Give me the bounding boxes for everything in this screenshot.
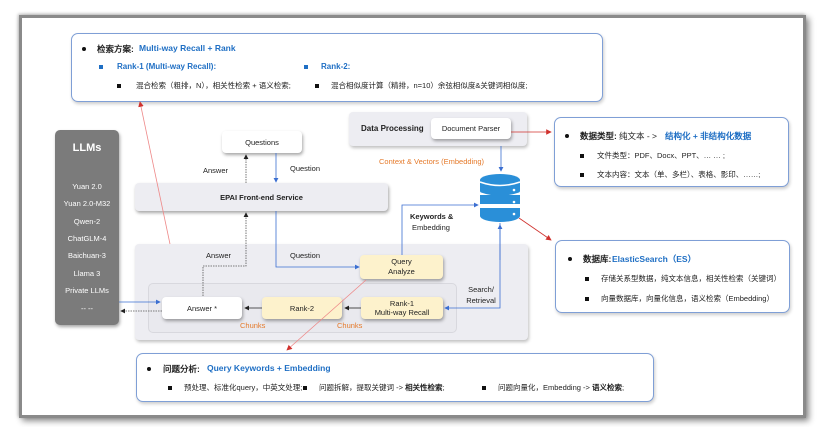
llm-item: -- -- <box>80 304 94 313</box>
llm-item: Baichuan-3 <box>68 251 106 260</box>
llms-panel: LLMs Yuan 2.0 Yuan 2.0-M32 Qwen-2 ChatGL… <box>55 130 119 325</box>
keywords-label: Keywords & <box>410 212 454 221</box>
context-vectors-label: Context & Vectors (Embedding) <box>379 157 485 166</box>
bullet <box>568 257 572 261</box>
llm-item: ChatGLM-4 <box>67 234 107 243</box>
query-item: 问题向量化，Embedding -> 语义检索; <box>498 382 624 393</box>
rank1-line1: Rank-1 <box>389 299 415 308</box>
llm-item: Llama 3 <box>73 269 101 278</box>
bullet <box>147 367 151 371</box>
query-item: 预处理、标准化query，中英文处理; <box>184 383 303 392</box>
bullet <box>315 84 319 88</box>
bullet <box>585 277 589 281</box>
database-title-label: 数据库: <box>583 254 612 264</box>
bullet <box>82 47 86 51</box>
front-end-service-node: EPAI Front-end Service <box>135 183 388 211</box>
data-processing-label: Data Processing <box>361 124 424 133</box>
answer-label: Answer <box>203 166 229 175</box>
bullet <box>585 297 589 301</box>
questions-node: Questions <box>222 131 302 153</box>
database-item: 存储关系型数据，纯文本信息，相关性检索（关键词） <box>601 274 781 283</box>
llm-item: Qwen-2 <box>73 217 101 226</box>
retrieval-title-label: 检索方案: <box>97 44 134 54</box>
data-type-item: 文本内容：文本（单、多栏）、表格、影印、……; <box>597 170 761 179</box>
rank1-line2: Multi-way Recall <box>374 308 430 317</box>
data-type-callout: 数据类型: 纯文本 - > 结构化 + 非结构化数据 文件类型：PDF、Docx… <box>554 117 789 187</box>
query-item-end: ; <box>442 383 445 392</box>
bullet <box>482 386 486 390</box>
retrieval-scheme-callout: 检索方案: Multi-way Recall + Rank Rank-1 (Mu… <box>71 33 603 102</box>
llm-item: Private LLMs <box>65 286 109 295</box>
data-type-title-value: 结构化 + 非结构化数据 <box>665 131 752 141</box>
answer-node: Answer * <box>162 297 242 319</box>
database-item: 向量数据库，向量化信息，语义检索（Embedding） <box>601 294 774 303</box>
bullet <box>168 386 172 390</box>
bullet <box>580 154 584 158</box>
question-label: Question <box>290 164 321 173</box>
data-type-title-plain: 纯文本 - > <box>619 131 658 141</box>
query-title-label: 问题分析: <box>163 364 200 374</box>
embedding-label: Embedding <box>412 223 450 232</box>
bullet <box>565 134 569 138</box>
query-item-end: ; <box>622 383 625 392</box>
query-item: 问题拆解，提取关键词 -> 相关性检索; <box>319 382 445 393</box>
query-analyze-label: Query Analyze <box>388 257 415 276</box>
search-label: Search/ Retrieval <box>466 284 496 306</box>
rank2-node: Rank-2 <box>262 297 342 319</box>
bullet <box>303 386 307 390</box>
data-type-title-label: 数据类型: <box>580 131 617 141</box>
query-title-value: Query Keywords + Embedding <box>207 363 331 373</box>
rank1-detail: 混合检索（粗排，N），相关性检索 + 语义检索; <box>136 81 291 90</box>
data-type-item: 文件类型：PDF、Docx、PPT、… … ; <box>597 151 725 160</box>
question-label: Question <box>290 251 321 260</box>
bullet <box>99 65 103 69</box>
query-analyze-node: Query Analyze <box>360 255 443 279</box>
llm-item: Yuan 2.0-M32 <box>63 199 111 208</box>
query-item-text: 问题向量化，Embedding -> <box>498 383 590 392</box>
rank2-label: Rank-2: <box>321 62 351 71</box>
llm-item: Yuan 2.0 <box>72 182 102 191</box>
database-callout: 数据库: ElasticSearch（ES） 存储关系型数据，纯文本信息，相关性… <box>555 240 790 313</box>
retrieval-title-value: Multi-way Recall + Rank <box>139 43 236 53</box>
database-title-value: ElasticSearch（ES） <box>612 254 697 264</box>
llms-title: LLMs <box>72 142 102 154</box>
bullet <box>580 173 584 177</box>
chunks-label: Chunks <box>240 321 266 330</box>
query-analysis-callout: 问题分析: Query Keywords + Embedding 预处理、标准化… <box>136 353 654 402</box>
rank2-detail: 混合相似度计算（精排，n=10）余弦相似度&关键词相似度; <box>331 81 528 90</box>
bullet <box>117 84 121 88</box>
answer-label: Answer <box>206 251 232 260</box>
query-item-emphasis: 语义检索 <box>592 383 622 392</box>
rank1-label: Rank-1 (Multi-way Recall): <box>117 62 217 71</box>
document-parser-node: Document Parser <box>431 118 511 139</box>
rank1-node: Rank-1 Multi-way Recall <box>361 297 443 319</box>
query-item-text: 问题拆解，提取关键词 -> <box>319 383 403 392</box>
query-item-emphasis: 相关性检索 <box>405 383 443 392</box>
bullet <box>304 65 308 69</box>
search-retrieval-text: Search/ Retrieval <box>466 285 496 305</box>
chunks-label: Chunks <box>337 321 363 330</box>
